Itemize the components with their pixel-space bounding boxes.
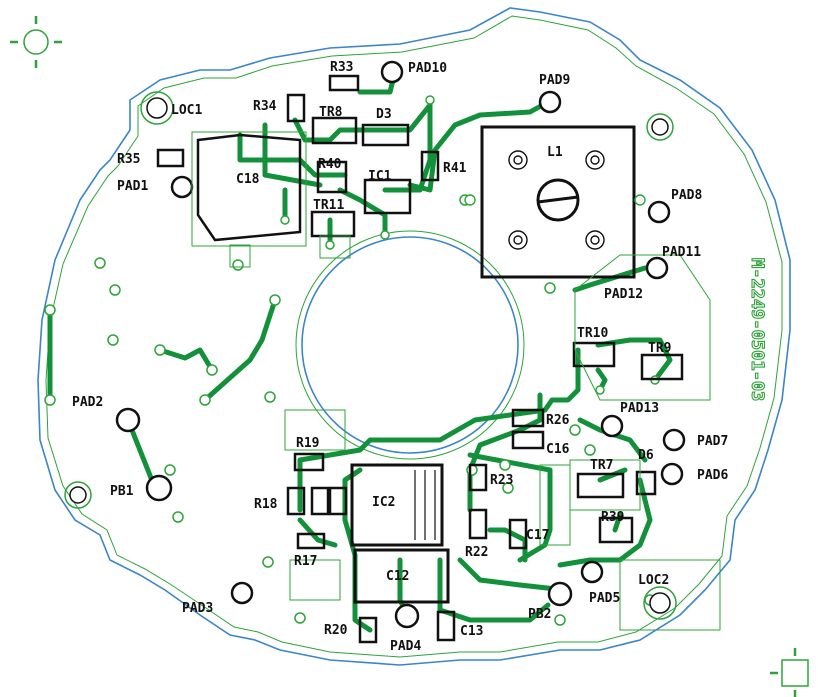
capacitor-c12 — [353, 548, 450, 604]
label-c13: C13 — [460, 624, 483, 639]
label-pad11: PAD11 — [662, 245, 701, 260]
label-r39: R39 — [601, 510, 624, 525]
label-c17: C17 — [526, 528, 549, 543]
label-r20: R20 — [324, 623, 348, 638]
capacitor-c18 — [196, 133, 302, 242]
label-ic2: IC2 — [372, 495, 395, 510]
center-hole-keepout — [295, 230, 525, 460]
label-pad3: PAD3 — [182, 601, 213, 616]
fiducial-top-left — [10, 16, 62, 68]
inductor-l1 — [464, 125, 646, 279]
part-number-text: M-2249-0501-03 — [747, 258, 767, 401]
mounting-holes — [64, 91, 677, 620]
label-r35: R35 — [117, 152, 140, 167]
board-outline — [37, 7, 791, 666]
label-r33: R33 — [330, 60, 353, 75]
label-ic1: IC1 — [368, 169, 392, 184]
vias — [44, 95, 660, 626]
silkscreen-labels: LOC1 R33 PAD10 PAD9 R34 TR8 D3 L1 R35 R4… — [72, 60, 728, 654]
keepout-outlines — [191, 131, 721, 631]
ic-ic2 — [350, 463, 444, 547]
label-r41: R41 — [443, 161, 467, 176]
label-d6: D6 — [638, 448, 654, 463]
label-loc1: LOC1 — [171, 103, 202, 118]
label-r40: R40 — [318, 157, 342, 172]
label-r18: R18 — [254, 497, 278, 512]
label-pad9: PAD9 — [539, 73, 570, 88]
fiducial-bottom-right — [770, 648, 809, 697]
smd-components — [156, 74, 684, 644]
label-loc2: LOC2 — [638, 573, 669, 588]
label-r34: R34 — [253, 99, 277, 114]
label-pad2: PAD2 — [72, 395, 103, 410]
label-r19: R19 — [296, 436, 319, 451]
label-pad5: PAD5 — [589, 591, 620, 606]
label-pad7: PAD7 — [697, 434, 728, 449]
label-pad13: PAD13 — [620, 401, 659, 416]
part-number: M-2249-0501-03 — [746, 257, 767, 401]
label-pad4: PAD4 — [390, 639, 421, 654]
label-pad6: PAD6 — [697, 468, 728, 483]
label-r26: R26 — [546, 413, 570, 428]
label-r17: R17 — [294, 554, 317, 569]
label-tr10: TR10 — [577, 326, 608, 341]
label-pad8: PAD8 — [671, 188, 702, 203]
label-tr8: TR8 — [319, 105, 343, 120]
label-pad12: PAD12 — [604, 287, 643, 302]
label-pad1: PAD1 — [117, 179, 148, 194]
label-c18: C18 — [236, 172, 260, 187]
label-r23: R23 — [490, 473, 513, 488]
label-tr7: TR7 — [590, 458, 613, 473]
pads — [115, 60, 686, 629]
label-pb2: PB2 — [528, 607, 551, 622]
label-pb1: PB1 — [110, 484, 134, 499]
label-tr11: TR11 — [313, 198, 344, 213]
label-c16: C16 — [546, 442, 570, 457]
label-l1: L1 — [547, 145, 563, 160]
label-c12: C12 — [386, 569, 409, 584]
center-hole — [301, 236, 519, 454]
label-r22: R22 — [465, 545, 488, 560]
label-d3: D3 — [376, 107, 392, 122]
label-pad10: PAD10 — [408, 61, 447, 76]
label-tr9: TR9 — [648, 341, 671, 356]
